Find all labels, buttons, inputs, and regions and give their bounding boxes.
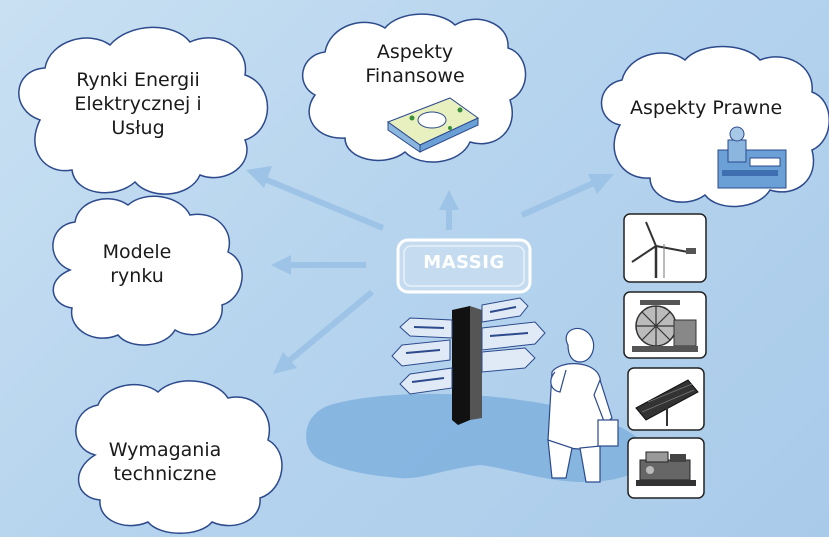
signpost-illustration (391, 297, 546, 425)
finanse-line-2: Finansowe (365, 65, 465, 87)
prawne-line-1: Aspekty Prawne (630, 97, 783, 119)
arrow-to-wymagania (273, 289, 374, 374)
cloud-label-prawne: Aspekty Prawne (630, 96, 783, 120)
modele-line-1: Modele (102, 241, 172, 263)
arrow-to-prawne (520, 174, 614, 218)
technology-icons (623, 213, 707, 499)
cloud-label-rynki: Rynki Energii Elektrycznej i Usług (58, 68, 218, 140)
cloud-label-wymagania: Wymagania techniczne (100, 438, 230, 486)
massig-label: MASSIG (423, 252, 505, 273)
engine-generator-icon (627, 437, 705, 499)
rynki-line-3: Usług (111, 117, 165, 139)
legal-figure-illustration (717, 126, 787, 189)
cloud-label-finanse: Aspekty Finansowe (360, 40, 470, 88)
finanse-line-1: Aspekty (376, 41, 454, 63)
solar-panel-icon (627, 367, 705, 431)
massig-box (396, 238, 532, 294)
wind-turbine-icon (623, 213, 707, 283)
cloud-rynki (18, 26, 269, 195)
arrow-to-finanse (439, 190, 459, 230)
modele-line-2: rynku (110, 265, 164, 287)
arrow-to-rynki (246, 166, 385, 231)
finance-box-illustration (386, 97, 479, 153)
cloud-wymagania (75, 380, 283, 534)
wymagania-line-2: techniczne (113, 463, 217, 485)
water-wheel-icon (623, 291, 707, 359)
cloud-modele (52, 195, 243, 346)
arrows (246, 166, 614, 374)
wymagania-line-1: Wymagania (108, 439, 222, 461)
arrow-to-modele (271, 255, 366, 275)
cloud-label-modele: Modele rynku (82, 240, 192, 288)
rynki-line-1: Rynki Energii (76, 69, 200, 91)
cloud-prawne (600, 45, 829, 208)
person-illustration (547, 327, 619, 483)
rynki-line-2: Elektrycznej i (74, 93, 202, 115)
